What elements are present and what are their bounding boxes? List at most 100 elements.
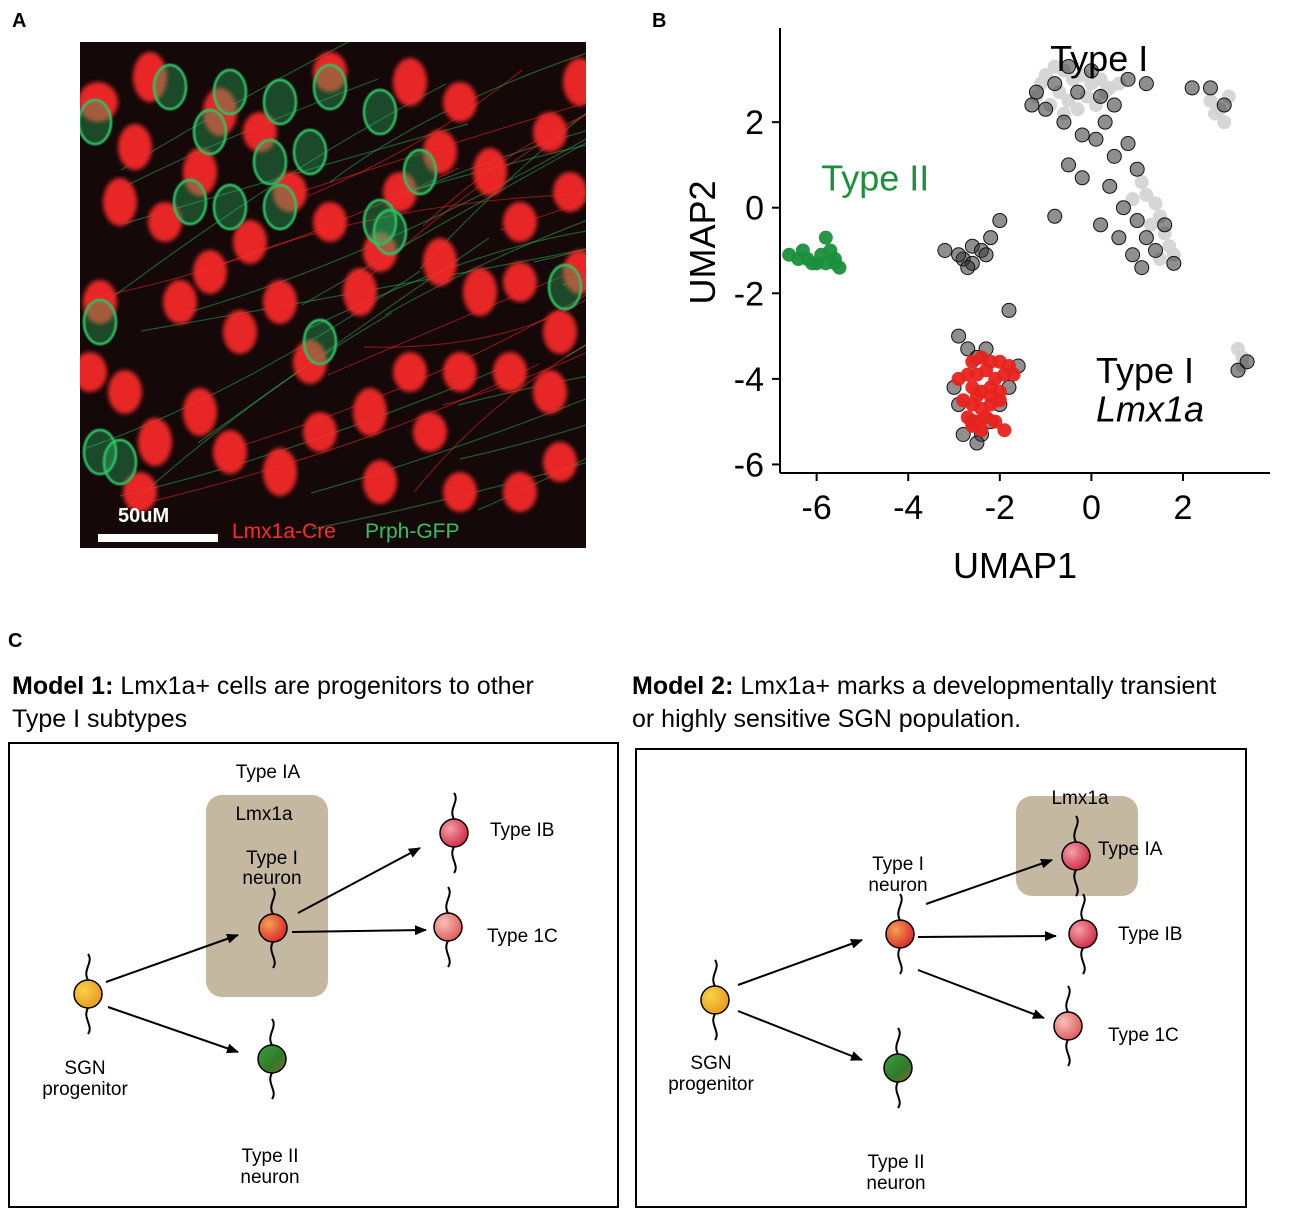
neuron-icon	[439, 792, 469, 874]
prph-cell	[402, 148, 438, 196]
model1-progenitor-2: progenitor	[42, 1079, 128, 1100]
umap-annotation: Lmx1a	[1096, 389, 1204, 430]
neuron-neurite-bottom	[1065, 1039, 1071, 1067]
umap-point	[951, 328, 967, 344]
model1-arrow-to-type1	[105, 933, 239, 983]
neuron-soma	[258, 913, 288, 943]
model1-box-header: Type IA	[236, 762, 301, 783]
umap-point	[1148, 243, 1164, 258]
lmx1a-cell	[118, 124, 152, 170]
model1-lmx1a-box	[206, 795, 328, 997]
lmx1a-cell	[553, 172, 586, 212]
umap-point	[969, 388, 984, 403]
model2-out-mid: Type IB	[1118, 924, 1182, 945]
lmx1a-cell	[473, 148, 507, 196]
umap-point	[1230, 362, 1246, 378]
umap-point	[1061, 93, 1076, 108]
model1-neurons	[73, 792, 469, 1100]
umap-point	[1070, 102, 1085, 117]
umap-point	[960, 341, 976, 357]
model2-progenitor-1: SGN	[690, 1053, 731, 1074]
prph-cell	[302, 318, 338, 366]
neuron-neurite-top	[445, 886, 451, 914]
model1-arrow-to-type1c	[291, 925, 427, 936]
prph-cell	[152, 63, 188, 111]
prph-cell	[80, 98, 113, 146]
lmx1a-cell	[393, 58, 427, 106]
panel-letter-b: B	[652, 10, 667, 32]
umap-point	[969, 435, 985, 451]
prph-cell	[292, 128, 328, 176]
neurite-fiber	[310, 398, 586, 494]
prph-cell	[362, 88, 398, 136]
model1-box-label: Lmx1a	[235, 804, 292, 825]
scale-bar	[98, 534, 218, 542]
umap-point	[983, 230, 999, 246]
lmx1a-cell	[533, 112, 567, 152]
umap-point	[1047, 208, 1063, 224]
umap-point	[818, 230, 833, 245]
prph-cell	[252, 138, 288, 186]
umap-point	[1138, 76, 1154, 92]
umap-point	[937, 243, 953, 258]
neuron-icon	[433, 886, 463, 968]
lmx1a-cell	[393, 352, 427, 392]
umap-point	[1083, 63, 1099, 79]
neuron-neurite-bottom	[451, 846, 457, 874]
prph-cell	[192, 108, 228, 156]
y-tick-label: -6	[734, 446, 764, 484]
lmx1a-cell	[223, 310, 257, 354]
lmx1a-cell	[543, 442, 577, 482]
model2-title-line1: Lmx1a+ marks a developmentally transient	[733, 672, 1217, 700]
umap-point	[1028, 84, 1044, 100]
model1-type2-1: Type II	[241, 1146, 298, 1167]
model1-title-line2: Type I subtypes	[12, 705, 188, 733]
umap-point	[979, 363, 994, 378]
lmx1a-cell	[103, 178, 137, 226]
neuron-icon	[1053, 985, 1083, 1067]
lmx1a-cell	[233, 220, 267, 264]
model2-out-top: Type IA	[1098, 839, 1163, 860]
lmx1a-cell	[108, 370, 142, 414]
lmx1a-cell	[413, 412, 447, 452]
neuron-neurite-top	[1073, 815, 1079, 843]
umap-point	[1138, 230, 1154, 246]
neurite-fiber	[533, 248, 586, 263]
prph-cell	[82, 298, 118, 346]
umap-point	[1216, 97, 1232, 113]
umap-point	[1134, 175, 1149, 190]
lmx1a-cell	[503, 262, 537, 302]
model2-arrow-to-type1	[737, 939, 863, 986]
neuron-icon	[1061, 815, 1091, 897]
umap-point	[1166, 255, 1182, 271]
umap-annotation: Type II	[821, 158, 929, 199]
scale-bar-label: 50uM	[118, 505, 169, 527]
lmx1a-cell	[493, 352, 527, 392]
umap-point	[1148, 196, 1163, 211]
model1-arrow-to-typeib	[297, 847, 421, 914]
lmx1a-cell	[443, 82, 477, 122]
neuron-soma	[433, 912, 463, 942]
neuron-neurite-bottom	[712, 1013, 718, 1041]
umap-point	[823, 243, 838, 258]
neurite-fiber	[413, 344, 586, 493]
neurite-fiber	[363, 298, 586, 348]
umap-point	[997, 423, 1012, 438]
model2-out-bottom: Type 1C	[1108, 1025, 1179, 1046]
umap-point	[951, 371, 966, 386]
x-axis-label: UMAP1	[953, 545, 1077, 586]
cell-bodies	[80, 52, 586, 512]
umap-point	[1120, 71, 1136, 87]
x-tick-label: -2	[985, 489, 1015, 527]
fluorescence-micrograph: 50uM Lmx1a-Cre Prph-GFP	[80, 42, 586, 548]
prph-cell	[172, 178, 208, 226]
lmx1a-cell	[213, 430, 247, 474]
prph-cell	[212, 68, 248, 116]
neuron-neurite-bottom	[270, 941, 276, 969]
lmx1a-cell	[138, 418, 172, 466]
lmx1a-cell	[443, 352, 477, 392]
neurite-fiber	[384, 220, 586, 316]
neuron-neurite-top	[897, 893, 903, 921]
y-tick-label: -4	[734, 361, 764, 399]
